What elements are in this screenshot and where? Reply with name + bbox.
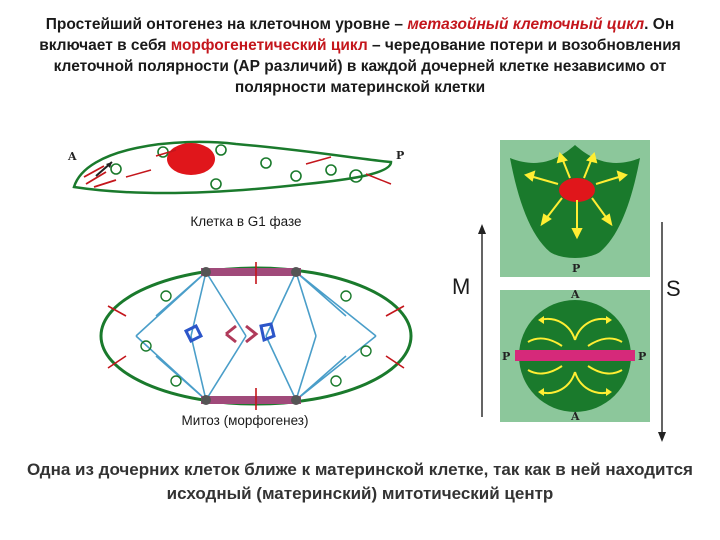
- header-term-metazoan-cycle: метазойный клеточный цикл: [407, 16, 645, 33]
- footer-text: Одна из дочерних клеток ближе к материнс…: [27, 460, 693, 503]
- right-centrosome: [259, 322, 276, 343]
- header-part1: Простейший онтогенез на клеточном уровне…: [45, 16, 408, 33]
- protist-body: [72, 140, 393, 195]
- g1-cell-label: Клетка в G1 фазе: [190, 214, 302, 229]
- protist-pole-p: P: [396, 149, 404, 162]
- lower-spindle-plate: [201, 396, 301, 404]
- mitosis-label: Митоз (морфогенез): [181, 413, 309, 428]
- header-part3: . Он включает в себя: [39, 16, 675, 54]
- bottom-panel-pole-a-top: A: [570, 288, 580, 301]
- header-text: Простейший онтогенез на клеточном уровне…: [8, 14, 712, 98]
- header-term-morphogenetic-cycle: морфогенетический цикл: [170, 37, 368, 54]
- header-part5: – чередование потери и возобновления кле…: [53, 37, 681, 96]
- polarized-cell-panel: P: [500, 140, 650, 277]
- top-panel-pole-p: P: [572, 262, 580, 275]
- phase-s-label: S: [666, 276, 681, 301]
- protist-pole-a: A: [67, 150, 77, 163]
- bottom-panel-pole-p-right: P: [638, 350, 646, 363]
- protist-cell-diagram: A P: [67, 140, 404, 195]
- upper-spindle-plate: [201, 268, 301, 276]
- polarized-cell-nucleus: [559, 178, 595, 202]
- phase-s-arrow: [658, 222, 666, 442]
- mitotic-cell-outline: [99, 266, 413, 406]
- phase-m-arrow: [478, 224, 486, 417]
- bottom-panel-pole-a-bottom: A: [570, 410, 580, 423]
- division-plane-bar: [515, 350, 635, 361]
- phase-m-label: М: [452, 274, 471, 299]
- left-centrosome: [183, 323, 204, 344]
- mitotic-cell-diagram: [99, 262, 413, 410]
- bottom-panel-pole-p-left: P: [502, 350, 510, 363]
- protist-nucleus: [167, 143, 215, 175]
- dividing-cell-panel: A A P P: [500, 288, 650, 423]
